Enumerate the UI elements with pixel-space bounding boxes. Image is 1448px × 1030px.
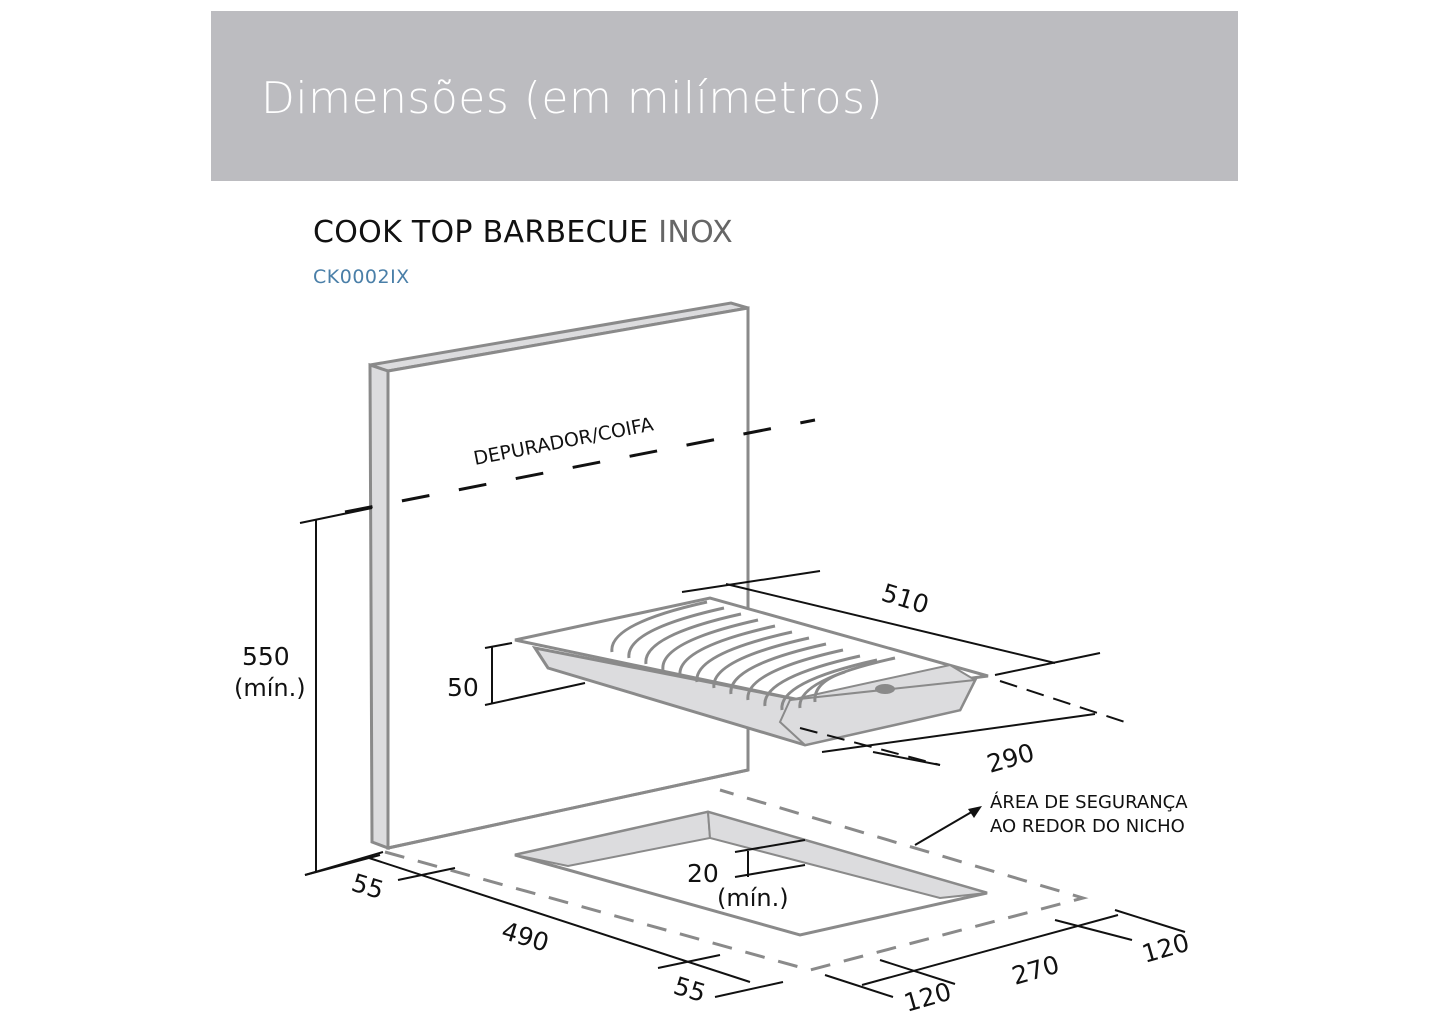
safety-area-label-line1: ÁREA DE SEGURANÇA xyxy=(990,791,1188,813)
wall-panel xyxy=(368,301,750,851)
niche-depth-value: 20 xyxy=(687,859,719,888)
hood-height-value: 550 xyxy=(242,642,290,671)
dimension-50 xyxy=(484,642,586,706)
safety-arrow xyxy=(914,806,982,846)
safety-area-label-line2: AO REDOR DO NICHO xyxy=(990,816,1185,837)
cooktop-length-value: 510 xyxy=(878,578,932,620)
niche-length-value: 490 xyxy=(498,916,552,958)
dimension-550 xyxy=(299,507,381,876)
product-code: CK0002IX xyxy=(313,266,410,288)
front-margin-right-value: 120 xyxy=(1139,928,1193,969)
niche-width-value: 270 xyxy=(1009,950,1063,991)
dimension-front-chain xyxy=(824,909,1186,998)
product-title: COOK TOP BARBECUE INOX xyxy=(313,215,733,250)
page-title: Dimensões (em milímetros) xyxy=(261,73,884,124)
cooktop-height-value: 50 xyxy=(447,673,479,702)
safety-area xyxy=(384,788,1089,972)
hood-height-note: (mín.) xyxy=(234,674,306,702)
dimension-510 xyxy=(681,570,1101,676)
dimension-290 xyxy=(799,680,1129,766)
header-banner: Dimensões (em milímetros) xyxy=(211,11,1238,181)
front-margin-left-value: 120 xyxy=(901,977,955,1018)
left-margin-back-value: 55 xyxy=(348,868,387,905)
product-material: INOX xyxy=(658,215,733,250)
product-name: COOK TOP BARBECUE xyxy=(313,215,649,250)
dimension-left-chain xyxy=(304,851,784,998)
countertop-edge xyxy=(387,768,749,850)
dimension-20 xyxy=(734,839,806,878)
hood-line xyxy=(344,418,816,514)
cooktop xyxy=(514,596,989,747)
left-margin-front-value: 55 xyxy=(670,971,709,1008)
niche-depth-note: (mín.) xyxy=(717,884,789,912)
cooktop-width-value: 290 xyxy=(984,738,1038,779)
